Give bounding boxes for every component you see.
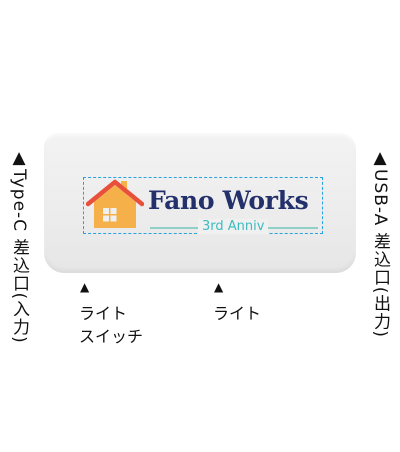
window-pane [103, 215, 109, 222]
house-roof [86, 179, 144, 207]
type-c-input-label: ▲Type-C 差込口(入力) [9, 148, 29, 344]
window-pane [103, 208, 109, 214]
light-switch-arrow-icon: ▲ [80, 280, 90, 294]
window-pane [110, 215, 117, 222]
subtitle: 3rd Anniv [198, 219, 269, 234]
light-switch-label-line1: ライト [79, 304, 128, 323]
house-icon [86, 179, 144, 228]
light-label: ライト [213, 304, 262, 323]
window-pane [110, 208, 117, 214]
usb-a-output-label: ▲USB-A 差込口(出力) [370, 148, 390, 338]
brand-name: Fano Works [148, 186, 309, 215]
light-arrow-icon: ▲ [214, 280, 224, 294]
light-switch-label-line2: スイッチ [79, 327, 144, 346]
